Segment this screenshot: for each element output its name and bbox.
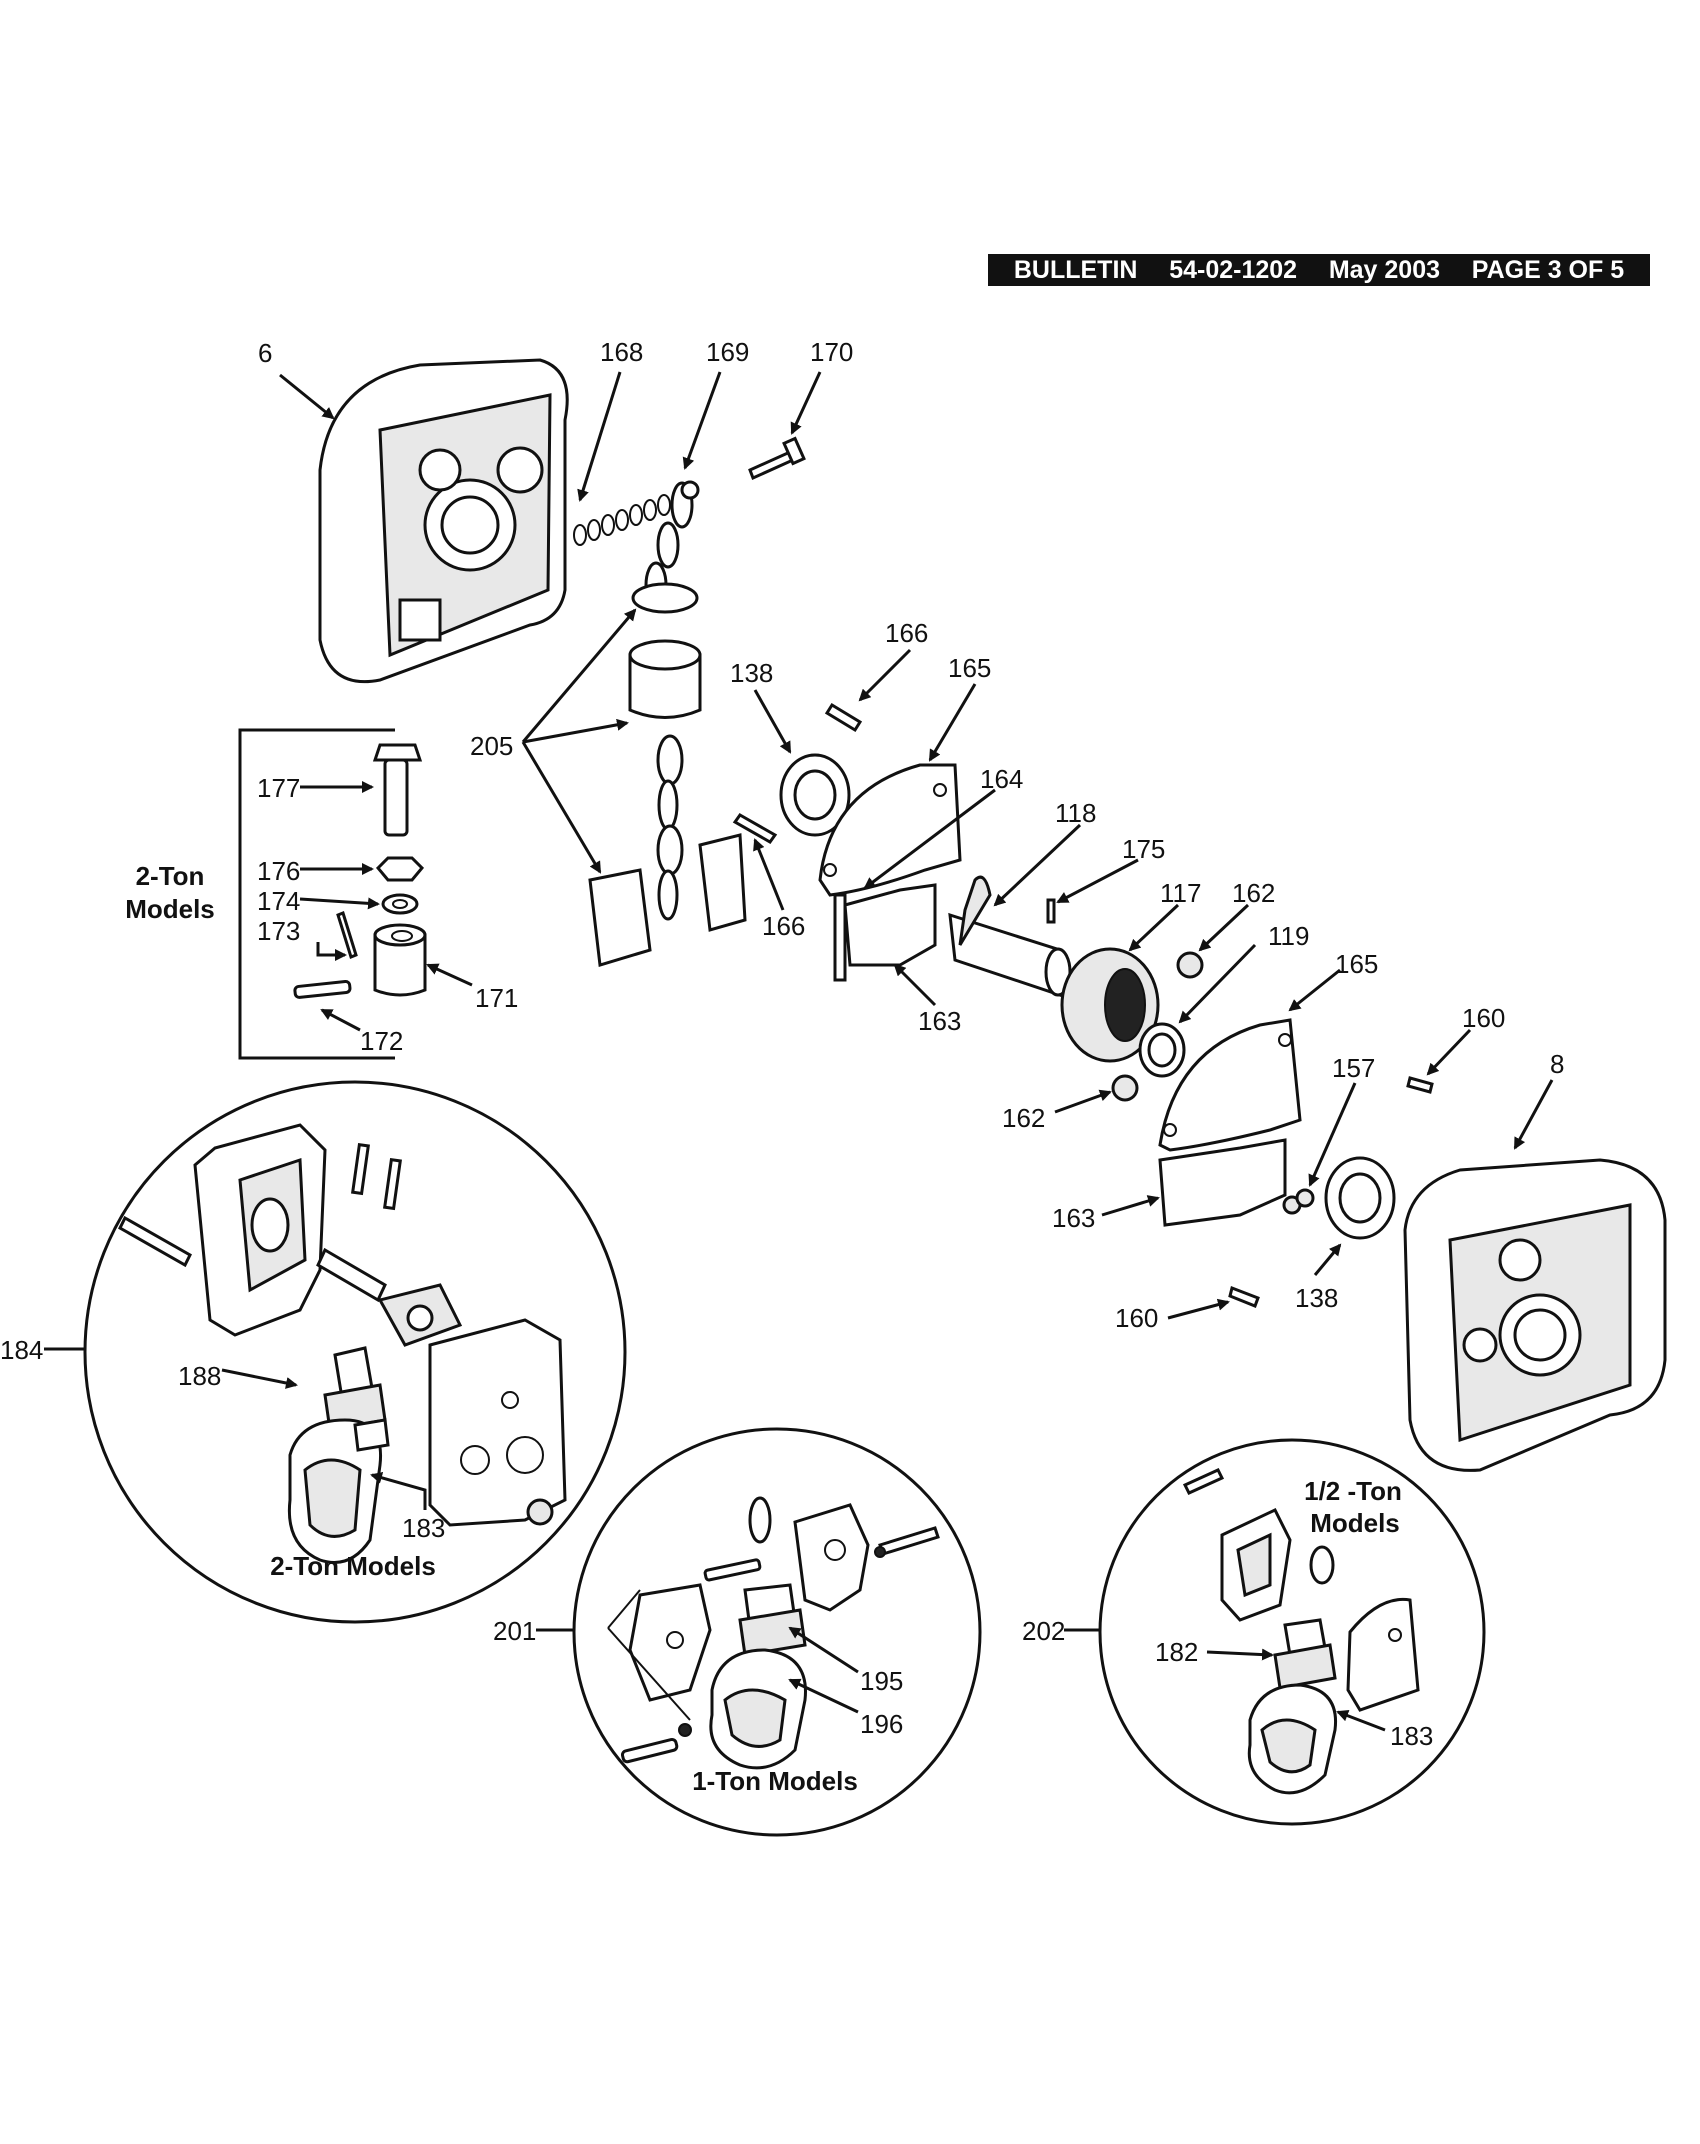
two-ton-bracket-line1: 2-Ton [136, 861, 205, 891]
callout-183-half-ton: 183 [1390, 1721, 1433, 1751]
pin-160-lower [1228, 1285, 1260, 1308]
callout-166-upper: 166 [885, 618, 928, 648]
callout-8: 8 [1550, 1049, 1564, 1079]
callout-162-lower: 162 [1002, 1103, 1045, 1133]
brake-parts-163-upper [833, 883, 937, 982]
chain-lower [656, 734, 684, 921]
housing-8 [1403, 1158, 1667, 1472]
bulletin-date: May 2003 [1328, 255, 1441, 284]
collar-171 [373, 923, 427, 997]
callout-170: 170 [810, 337, 853, 367]
half-ton-title-line2: Models [1310, 1508, 1400, 1538]
bolt-166-lower [732, 813, 778, 844]
plate-165-upper [818, 763, 962, 897]
spring-168 [573, 494, 671, 546]
sprocket-117 [1060, 947, 1160, 1063]
bolt-170 [748, 436, 806, 481]
callout-labels: 6 168 169 170 166 165 138 205 164 118 17… [0, 337, 1564, 1751]
callout-138-upper: 138 [730, 658, 773, 688]
nut-176 [375, 856, 425, 882]
callout-184: 184 [0, 1335, 43, 1365]
callout-176: 176 [257, 856, 300, 886]
bulletin-label: BULLETIN [1013, 255, 1138, 284]
washer-157 [1282, 1188, 1315, 1215]
page-number: PAGE 3 OF 5 [1471, 255, 1625, 284]
callout-182: 182 [1155, 1637, 1198, 1667]
callout-165-upper: 165 [948, 653, 991, 683]
callout-166-lower: 166 [762, 911, 805, 941]
callout-168: 168 [600, 337, 643, 367]
callout-163-upper: 163 [918, 1006, 961, 1036]
chain-guides [588, 833, 747, 967]
shaft-118 [948, 875, 1072, 998]
pin-175 [1046, 898, 1056, 924]
callout-188: 188 [178, 1361, 221, 1391]
callout-177: 177 [257, 773, 300, 803]
callout-195: 195 [860, 1666, 903, 1696]
bearing-138-upper [779, 753, 851, 837]
circle-2ton-title: 2-Ton Models [270, 1551, 436, 1581]
bulletin-number: 54-02-1202 [1169, 255, 1298, 284]
circle-half-ton-models [1098, 1438, 1486, 1826]
half-ton-title-line1: 1/2 -Ton [1304, 1476, 1402, 1506]
bulletin-header: BULLETIN 54-02-1202 May 2003 PAGE 3 OF 5 [988, 254, 1650, 286]
callout-162-upper: 162 [1232, 878, 1275, 908]
chain-guide-205 [628, 582, 702, 719]
bolt-177 [372, 743, 423, 837]
pin-160-upper [1406, 1076, 1434, 1094]
nut-162-lower [1111, 1074, 1139, 1102]
callout-201: 201 [493, 1616, 536, 1646]
leader-lines [44, 371, 1554, 1732]
circle-2ton-models [83, 1080, 627, 1624]
plate-165-lower [1158, 1018, 1302, 1152]
callout-119: 119 [1268, 921, 1309, 951]
callout-163-lower: 163 [1052, 1203, 1095, 1233]
callout-172: 172 [360, 1026, 403, 1056]
callout-173: 173 [257, 916, 300, 946]
callout-6: 6 [258, 338, 272, 368]
pin-173 [336, 911, 358, 959]
callout-138-lower: 138 [1295, 1283, 1338, 1313]
callout-118: 118 [1055, 798, 1096, 828]
callout-117: 117 [1160, 878, 1201, 908]
bolt-166-upper [824, 702, 863, 733]
circle-1ton-title: 1-Ton Models [692, 1766, 858, 1796]
group-titles: 2-Ton Models 2-Ton Models 1-Ton Models 1… [125, 861, 1402, 1796]
callout-160-lower: 160 [1115, 1303, 1158, 1333]
callout-164: 164 [980, 764, 1023, 794]
callout-174: 174 [257, 886, 300, 916]
nut-162-upper [1176, 951, 1204, 979]
callout-202: 202 [1022, 1616, 1065, 1646]
callout-205: 205 [470, 731, 513, 761]
washer-174 [381, 893, 419, 915]
callout-183-2ton: 183 [402, 1513, 445, 1543]
two-ton-bracket [238, 728, 395, 1060]
washer-119 [1138, 1022, 1186, 1078]
bearing-138-lower [1324, 1156, 1396, 1240]
two-ton-bracket-line2: Models [125, 894, 215, 924]
callout-160-upper: 160 [1462, 1003, 1505, 1033]
callout-165-lower: 165 [1335, 949, 1378, 979]
callout-196: 196 [860, 1709, 903, 1739]
callout-175: 175 [1122, 834, 1165, 864]
callout-171: 171 [475, 983, 518, 1013]
pin-172 [293, 980, 352, 999]
circle-1ton-models [572, 1427, 982, 1837]
brake-parts-163-lower [1158, 1138, 1287, 1227]
housing-6 [318, 358, 569, 684]
callout-169: 169 [706, 337, 749, 367]
callout-157: 157 [1332, 1053, 1375, 1083]
